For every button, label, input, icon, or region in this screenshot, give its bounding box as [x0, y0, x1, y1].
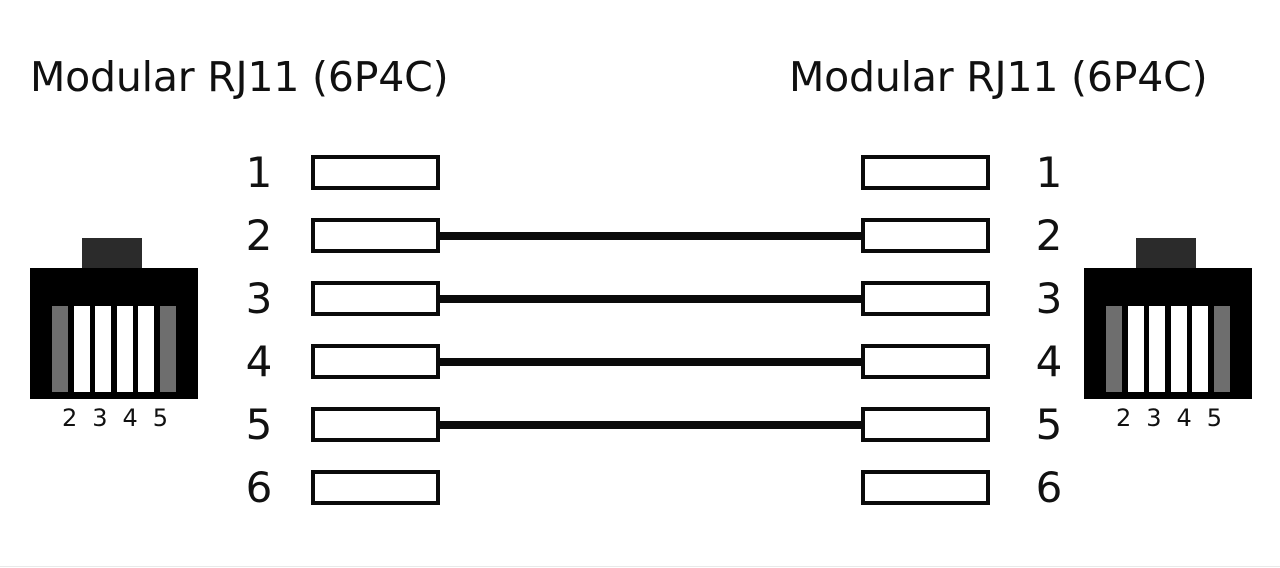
- pin-box-right-3[interactable]: [861, 281, 990, 316]
- pin-box-left-4[interactable]: [311, 344, 440, 379]
- pin-number-left-1: 1: [245, 148, 273, 197]
- connector-pin-slot-4: [116, 306, 133, 392]
- wire-group: [437, 155, 862, 515]
- connector-pin-slot-6: [1213, 306, 1230, 392]
- connector-pin-slot-5: [138, 306, 155, 392]
- bottom-divider: [0, 566, 1280, 567]
- wire-4-to-4: [437, 358, 862, 366]
- pin-box-left-2[interactable]: [311, 218, 440, 253]
- pin-box-right-2[interactable]: [861, 218, 990, 253]
- pin-number-right-3: 3: [1035, 274, 1063, 323]
- connector-pin-slots: [52, 306, 176, 392]
- connector-pin-slots: [1106, 306, 1230, 392]
- wire-2-to-2: [437, 232, 862, 240]
- pin-number-right-1: 1: [1035, 148, 1063, 197]
- pin-box-right-1[interactable]: [861, 155, 990, 190]
- connector-latch-tab-icon: [1136, 238, 1196, 272]
- pin-number-right-6: 6: [1035, 463, 1063, 512]
- connector-pin-slot-5: [1192, 306, 1209, 392]
- connector-pin-slot-1: [1106, 306, 1122, 392]
- wire-3-to-3: [437, 295, 862, 303]
- pin-box-right-6[interactable]: [861, 470, 990, 505]
- pin-box-left-3[interactable]: [311, 281, 440, 316]
- connector-pin-label-2: 2: [1116, 404, 1132, 432]
- pin-box-left-6[interactable]: [311, 470, 440, 505]
- pin-box-left-5[interactable]: [311, 407, 440, 442]
- pin-number-left-2: 2: [245, 211, 273, 260]
- connector-pin-slot-2: [1127, 306, 1144, 392]
- connector-pin-slot-2: [73, 306, 90, 392]
- connector-pin-label-4: 4: [122, 404, 138, 432]
- connector-pin-label-4: 4: [1176, 404, 1192, 432]
- connector-pin-slot-6: [159, 306, 176, 392]
- pin-number-left-6: 6: [245, 463, 273, 512]
- pin-number-left-3: 3: [245, 274, 273, 323]
- connector-pin-slot-4: [1170, 306, 1187, 392]
- connector-pin-label-5: 5: [1206, 404, 1222, 432]
- pin-number-right-2: 2: [1035, 211, 1063, 260]
- connector-pin-label-3: 3: [92, 404, 108, 432]
- connector-latch-tab-icon: [82, 238, 142, 272]
- pin-number-left-4: 4: [245, 337, 273, 386]
- connector-pin-label-2: 2: [62, 404, 78, 432]
- right-connector-title: Modular RJ11 (6P4C): [789, 53, 1208, 101]
- connector-pin-label-3: 3: [1146, 404, 1162, 432]
- left-connector-title: Modular RJ11 (6P4C): [30, 53, 449, 101]
- pin-box-right-4[interactable]: [861, 344, 990, 379]
- pin-number-left-5: 5: [245, 400, 273, 449]
- pin-box-right-5[interactable]: [861, 407, 990, 442]
- connector-pin-slot-3: [1149, 306, 1166, 392]
- pin-box-left-1[interactable]: [311, 155, 440, 190]
- wire-5-to-5: [437, 421, 862, 429]
- pin-number-right-5: 5: [1035, 400, 1063, 449]
- pin-number-right-4: 4: [1035, 337, 1063, 386]
- connector-pin-slot-1: [52, 306, 68, 392]
- connector-pin-slot-3: [95, 306, 112, 392]
- connector-pin-label-5: 5: [152, 404, 168, 432]
